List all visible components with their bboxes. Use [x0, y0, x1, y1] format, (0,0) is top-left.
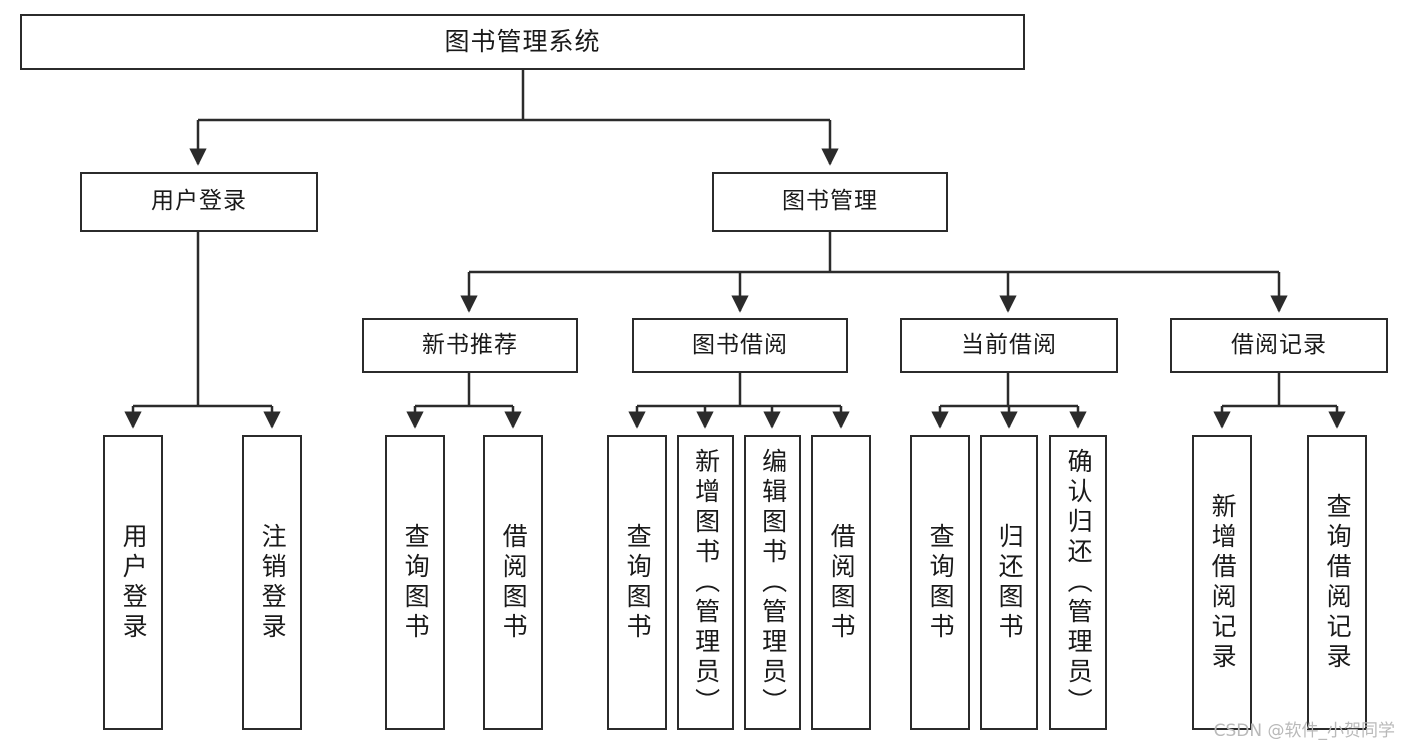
node-leaf-query-record-label: 查询借阅记录 — [1323, 492, 1353, 673]
node-leaf-confirm-return[interactable]: 确认归还（管理员） — [1049, 435, 1107, 730]
node-leaf-edit-book-label: 编辑图书（管理员） — [758, 447, 788, 718]
node-leaf-user-login[interactable]: 用户登录 — [103, 435, 163, 730]
node-current-borrow[interactable]: 当前借阅 — [900, 318, 1118, 373]
node-leaf-query-book-3[interactable]: 查询图书 — [910, 435, 970, 730]
node-leaf-query-book-3-label: 查询图书 — [926, 522, 956, 643]
node-leaf-borrow-book-1-label: 借阅图书 — [499, 522, 529, 643]
node-leaf-query-book-2[interactable]: 查询图书 — [607, 435, 667, 730]
node-book-borrow[interactable]: 图书借阅 — [632, 318, 848, 373]
node-leaf-return-book[interactable]: 归还图书 — [980, 435, 1038, 730]
node-leaf-logout-login-label: 注销登录 — [258, 522, 288, 643]
node-leaf-query-record[interactable]: 查询借阅记录 — [1307, 435, 1367, 730]
node-leaf-return-book-label: 归还图书 — [995, 522, 1025, 643]
node-leaf-confirm-return-label: 确认归还（管理员） — [1064, 447, 1094, 718]
node-root[interactable]: 图书管理系统 — [20, 14, 1025, 70]
node-user-login[interactable]: 用户登录 — [80, 172, 318, 232]
node-leaf-user-login-label: 用户登录 — [119, 522, 149, 643]
node-book-manage[interactable]: 图书管理 — [712, 172, 948, 232]
node-leaf-logout-login[interactable]: 注销登录 — [242, 435, 302, 730]
node-leaf-query-book-2-label: 查询图书 — [623, 522, 653, 643]
node-leaf-borrow-book-2[interactable]: 借阅图书 — [811, 435, 871, 730]
node-leaf-add-book[interactable]: 新增图书（管理员） — [677, 435, 734, 730]
node-leaf-add-book-label: 新增图书（管理员） — [691, 447, 721, 718]
node-leaf-add-record[interactable]: 新增借阅记录 — [1192, 435, 1252, 730]
node-leaf-query-book-1-label: 查询图书 — [401, 522, 431, 643]
node-new-book-rec[interactable]: 新书推荐 — [362, 318, 578, 373]
node-leaf-add-record-label: 新增借阅记录 — [1208, 492, 1238, 673]
node-borrow-record[interactable]: 借阅记录 — [1170, 318, 1388, 373]
node-leaf-borrow-book-2-label: 借阅图书 — [827, 522, 857, 643]
node-leaf-edit-book[interactable]: 编辑图书（管理员） — [744, 435, 801, 730]
node-leaf-query-book-1[interactable]: 查询图书 — [385, 435, 445, 730]
watermark: CSDN @软件_小贺同学 — [1213, 721, 1395, 741]
node-leaf-borrow-book-1[interactable]: 借阅图书 — [483, 435, 543, 730]
